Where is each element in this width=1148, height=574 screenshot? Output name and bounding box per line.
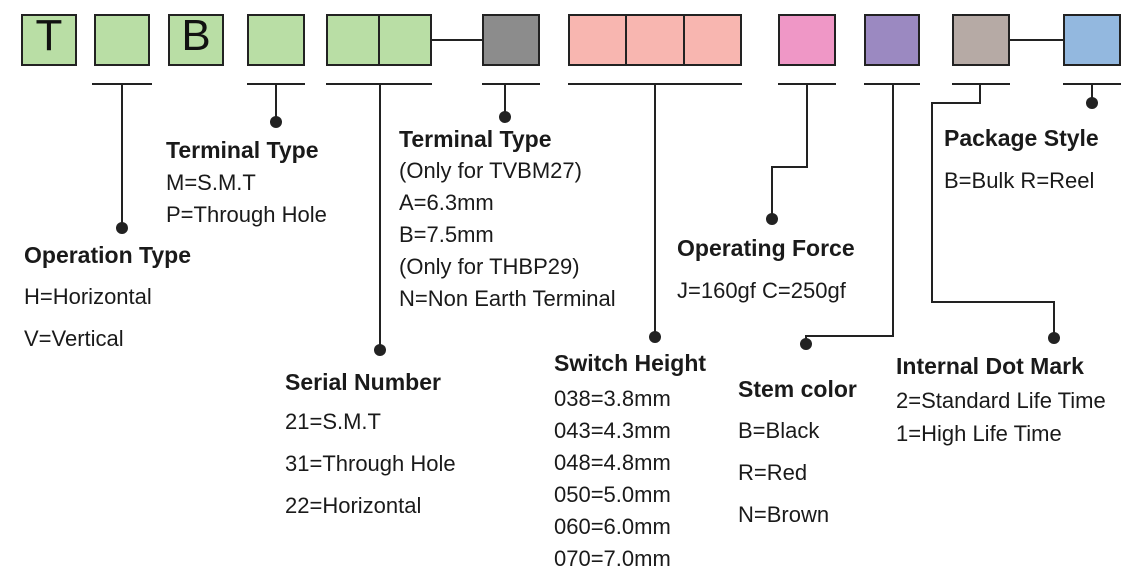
stem-color-title: Stem color (738, 376, 857, 402)
code-box-2 (94, 14, 150, 66)
leader-dot (1086, 97, 1098, 109)
terminal-type-2-line: (Only for TVBM27) (399, 158, 582, 183)
stem-color-line: N=Brown (738, 502, 830, 527)
leader-dot (116, 222, 128, 234)
code-box-14 (1063, 14, 1121, 66)
switch-height-line: 038=3.8mm (554, 386, 671, 411)
stem-color-line: R=Red (738, 460, 808, 485)
code-box-7 (482, 14, 540, 66)
serial-number-line: 21=S.M.T (285, 409, 381, 434)
switch-height-line: 048=4.8mm (554, 450, 671, 475)
leader-dot (1048, 332, 1060, 344)
operation-type-title: Operation Type (24, 242, 191, 268)
switch-height-line: 043=4.3mm (554, 418, 671, 443)
terminal-type-2-line: (Only for THBP29) (399, 254, 580, 279)
leader-dot (374, 344, 386, 356)
serial-number-line: 31=Through Hole (285, 451, 456, 476)
serial-number-title: Serial Number (285, 369, 441, 395)
leader-operating-force (771, 84, 808, 219)
terminal-type-1-title: Terminal Type (166, 137, 319, 163)
terminal-type-2-line: A=6.3mm (399, 190, 494, 215)
terminal-type-2-line: B=7.5mm (399, 222, 494, 247)
internal-dot-mark-line: 1=High Life Time (896, 421, 1062, 446)
operation-type-line: V=Vertical (24, 326, 124, 351)
code-box-1: T (21, 14, 77, 66)
leader-dot (800, 338, 812, 350)
leader-dot (270, 116, 282, 128)
switch-height-line: 070=7.0mm (554, 546, 671, 571)
code-box-8 (568, 14, 627, 66)
code-box-5 (326, 14, 380, 66)
switch-height-line: 060=6.0mm (554, 514, 671, 539)
operation-type-line: H=Horizontal (24, 284, 152, 309)
code-box-12 (864, 14, 920, 66)
code-box-10 (683, 14, 742, 66)
internal-dot-mark-line: 2=Standard Life Time (896, 388, 1106, 413)
switch-height-title: Switch Height (554, 350, 707, 376)
package-style-line: B=Bulk R=Reel (944, 168, 1095, 193)
code-box-3: B (168, 14, 224, 66)
operating-force-line: J=160gf C=250gf (677, 278, 846, 303)
serial-number-line: 22=Horizontal (285, 493, 422, 518)
package-style-title: Package Style (944, 125, 1099, 151)
terminal-type-1-line: M=S.M.T (166, 170, 256, 195)
internal-dot-mark-title: Internal Dot Mark (896, 353, 1084, 379)
code-box-9 (625, 14, 685, 66)
code-box-4 (247, 14, 305, 66)
leader-internal-dot-mark (931, 84, 1055, 338)
leader-dot (499, 111, 511, 123)
leader-dot (649, 331, 661, 343)
operating-force-title: Operating Force (677, 235, 855, 261)
leader-dot (766, 213, 778, 225)
terminal-type-2-title: Terminal Type (399, 126, 552, 152)
terminal-type-1-line: P=Through Hole (166, 202, 327, 227)
switch-height-line: 050=5.0mm (554, 482, 671, 507)
leader-stem-color (805, 84, 894, 344)
stem-color-line: B=Black (738, 418, 820, 443)
code-box-13 (952, 14, 1010, 66)
code-box-6 (378, 14, 432, 66)
terminal-type-2-line: N=Non Earth Terminal (399, 286, 616, 311)
code-box-11 (778, 14, 836, 66)
